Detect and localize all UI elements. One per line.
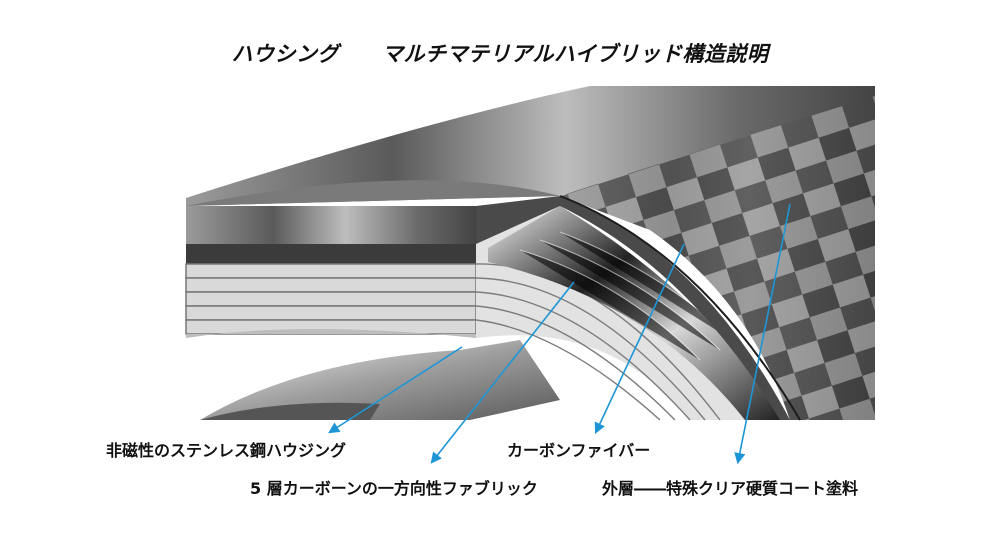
label-outer-coat: 外層――特殊クリア硬質コート塗料 [602, 479, 859, 498]
arrow-unidirectional-fabric [430, 281, 575, 464]
arrow-steel-housing [328, 346, 463, 434]
diagram-title: ハウシング マルチマテリアルハイブリッド構造説明 [231, 42, 769, 66]
arrow-carbon-fiber [594, 243, 685, 435]
label-steel-housing: 非磁性のステンレス鋼ハウジング [106, 441, 347, 460]
label-unidirectional-fabric: 5 層カーボーンの一方向性ファブリック [250, 479, 538, 498]
label-carbon-fiber: カーボンファイバー [507, 441, 651, 460]
arrow-outer-coat [734, 203, 791, 465]
